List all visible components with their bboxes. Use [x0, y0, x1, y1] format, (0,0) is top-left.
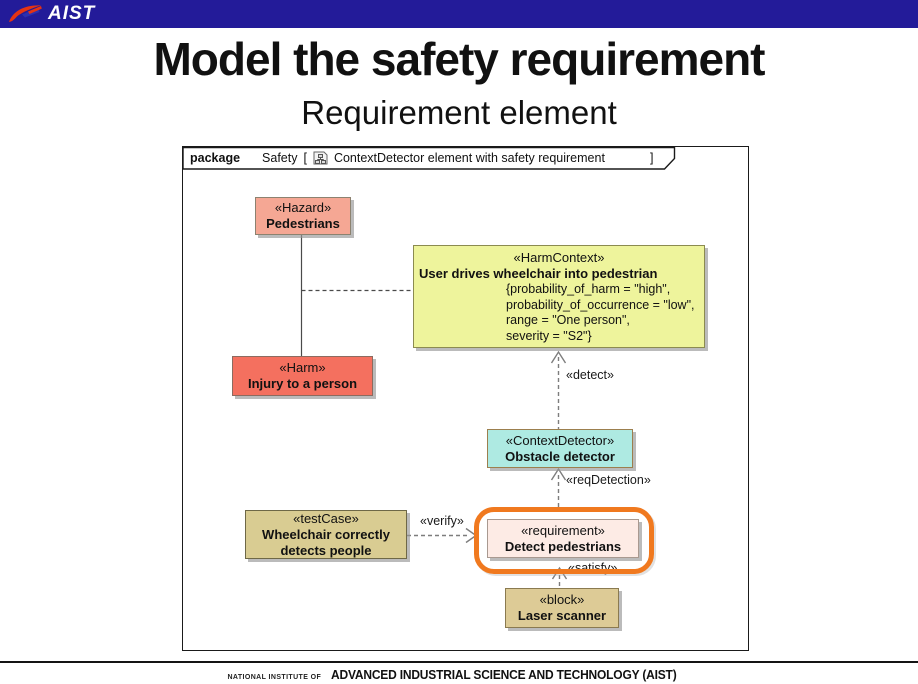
node-stereotype: «testCase» [293, 510, 359, 526]
node-stereotype: «ContextDetector» [505, 432, 615, 448]
node-name: User drives wheelchair into pedestrian [419, 266, 658, 281]
node-name: Injury to a person [247, 376, 358, 391]
footer-prefix: NATIONAL INSTITUTE OF [227, 674, 322, 681]
node-context-detector: «ContextDetector» Obstacle detector [487, 429, 633, 468]
node-stereotype: «block» [539, 592, 585, 607]
node-property: probability_of_occurrence = "low", [506, 297, 695, 312]
node-block: «block» Laser scanner [505, 588, 619, 628]
node-stereotype: «Hazard» [274, 200, 332, 215]
node-property: range = "One person", [506, 313, 630, 327]
package-header: package Safety [ ContextDetector element… [190, 150, 605, 166]
node-property: severity = "S2"} [506, 328, 592, 343]
aist-logo-text: AIST [48, 3, 96, 24]
node-name: Laser scanner [517, 608, 607, 623]
node-stereotype: «Harm» [279, 360, 326, 375]
node-harm: «Harm» Injury to a person [232, 356, 373, 396]
node-stereotype: «requirement» [521, 522, 605, 538]
node-name: Obstacle detector [505, 448, 615, 464]
node-stereotype: «HarmContext» [513, 250, 605, 265]
package-bracket-close: ] [650, 151, 654, 165]
edge-label-verify: «verify» [420, 514, 464, 528]
footer-divider [0, 661, 918, 663]
package-name: Safety [262, 151, 298, 165]
package-bracket-open: [ [303, 151, 307, 165]
aist-logo-icon [9, 5, 42, 22]
page-subtitle: Requirement element [301, 94, 617, 131]
node-name: Detect pedestrians [504, 538, 622, 554]
node-harm-context: «HarmContext» User drives wheelchair int… [413, 245, 705, 348]
top-brand-bar: AIST [0, 0, 918, 28]
footer-institute-name: ADVANCED INDUSTRIAL SCIENCE AND TECHNOLO… [330, 668, 677, 682]
node-name: Pedestrians [266, 216, 340, 231]
node-property: {probability_of_harm = "high", [506, 282, 671, 296]
node-name: Wheelchair correctly detects people [262, 526, 390, 558]
package-diagram-name: ContextDetector element with safety requ… [333, 151, 605, 165]
edge-label-req-detection: «reqDetection» [566, 473, 651, 487]
footer: NATIONAL INSTITUTE OF ADVANCED INDUSTRIA… [0, 666, 918, 684]
package-keyword: package [190, 151, 241, 165]
node-test-case: «testCase» Wheelchair correctly detects … [245, 510, 407, 559]
diagram-icon [313, 151, 328, 165]
page-title: Model the safety requirement [153, 33, 765, 85]
edge-label-detect: «detect» [566, 368, 614, 382]
node-requirement: «requirement» Detect pedestrians [487, 519, 639, 558]
node-hazard: «Hazard» Pedestrians [255, 197, 351, 235]
aist-logo: AIST [8, 1, 95, 27]
